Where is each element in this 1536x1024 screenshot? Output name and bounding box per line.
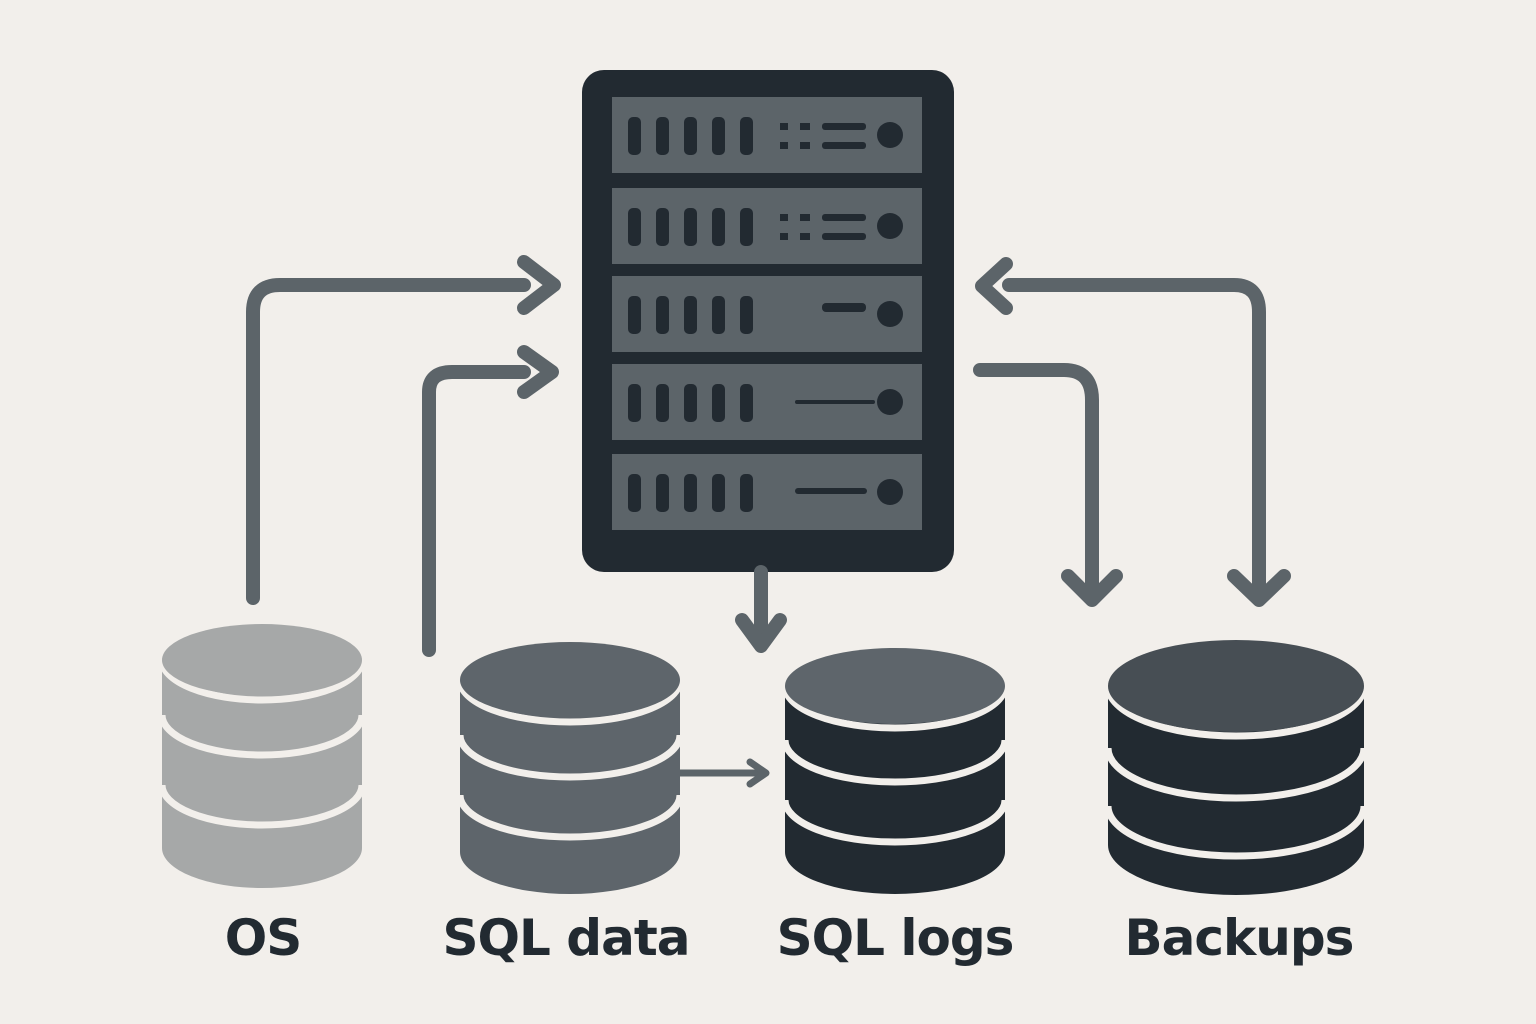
sql-logs-database-icon [781, 648, 1009, 894]
drive-slot [712, 208, 725, 246]
cylinder-body [460, 680, 680, 894]
indicator-line [795, 488, 867, 494]
cylinder-top [785, 648, 1005, 724]
storage-group [158, 624, 1368, 895]
sql-data-database-icon [456, 642, 684, 894]
cylinder-band [456, 794, 684, 841]
drive-slot [712, 384, 725, 422]
label-sql-data: SQL data [443, 909, 690, 967]
label-backups: Backups [1125, 909, 1354, 967]
power-led-icon [877, 479, 903, 505]
os-database-icon [158, 624, 366, 888]
arrow-server-to-sql-logs [735, 565, 787, 653]
indicator-line [822, 233, 866, 240]
drive-slot [656, 117, 669, 155]
drive-slot [712, 296, 725, 334]
cylinder-band [456, 734, 684, 781]
cylinder-band [781, 799, 1009, 846]
cylinder-band [1104, 805, 1368, 860]
server-unit [612, 364, 922, 440]
indicator-dot [800, 214, 810, 221]
arrow-os-to-server [246, 255, 561, 605]
server-unit [612, 188, 922, 264]
server-unit [612, 97, 922, 173]
backups-database-icon [1104, 640, 1368, 895]
indicator-line [822, 214, 866, 221]
arrow-backups-server-sync [975, 257, 1291, 607]
cylinder-band [1104, 747, 1368, 802]
drive-slot [656, 208, 669, 246]
drive-slot [684, 474, 697, 512]
cylinder-band [1104, 685, 1368, 740]
power-led-icon [877, 122, 903, 148]
drive-slot [656, 296, 669, 334]
label-sql-logs: SQL logs [777, 909, 1014, 967]
drive-slot [740, 208, 753, 246]
cylinder-band [781, 685, 1009, 732]
cylinder-band [456, 679, 684, 726]
arrow-server-to-backups [973, 363, 1123, 607]
drive-slot [684, 384, 697, 422]
drive-slot [628, 296, 641, 334]
indicator-dot [800, 142, 810, 149]
cylinder-band [158, 659, 366, 704]
cylinder-top [162, 624, 362, 696]
indicator-line [822, 142, 866, 149]
cylinder-body [162, 660, 362, 888]
indicator-line [822, 123, 866, 130]
cylinder-body [785, 686, 1005, 894]
server-unit [612, 454, 922, 530]
drive-slot [740, 296, 753, 334]
drive-slot [656, 384, 669, 422]
indicator-dot [780, 214, 788, 221]
indicator-dot [780, 142, 788, 149]
power-led-icon [877, 213, 903, 239]
drive-slot [684, 208, 697, 246]
cylinder-band [781, 739, 1009, 786]
drive-slot [712, 474, 725, 512]
drive-slot [628, 384, 641, 422]
arrow-sql-data-to-sql-logs [676, 758, 770, 788]
server-unit [612, 276, 922, 352]
indicator-dot [780, 233, 788, 240]
arrow-sql-data-to-server [422, 345, 559, 657]
drive-slot [628, 474, 641, 512]
cylinder-band [158, 714, 366, 759]
server-units [612, 97, 922, 530]
drive-slot [712, 117, 725, 155]
indicator-dot [780, 123, 788, 130]
power-led-icon [877, 389, 903, 415]
drive-slot [684, 117, 697, 155]
indicator-dot [800, 233, 810, 240]
storage-labels: OS SQL data SQL logs Backups [225, 909, 1355, 967]
cylinder-top [460, 642, 680, 718]
cylinder-body [1108, 686, 1364, 895]
cylinder-top [1108, 640, 1364, 732]
indicator-line [822, 303, 866, 312]
indicator-dot [800, 123, 810, 130]
drive-slot [628, 208, 641, 246]
drive-slot [628, 117, 641, 155]
connectors [246, 255, 1291, 788]
server-rack-icon [582, 70, 954, 572]
label-os: OS [225, 909, 302, 967]
indicator-line [795, 400, 875, 404]
drive-slot [740, 117, 753, 155]
drive-slot [684, 296, 697, 334]
drive-slot [740, 384, 753, 422]
cylinder-band [158, 784, 366, 829]
drive-slot [740, 474, 753, 512]
power-led-icon [877, 301, 903, 327]
drive-slot [656, 474, 669, 512]
